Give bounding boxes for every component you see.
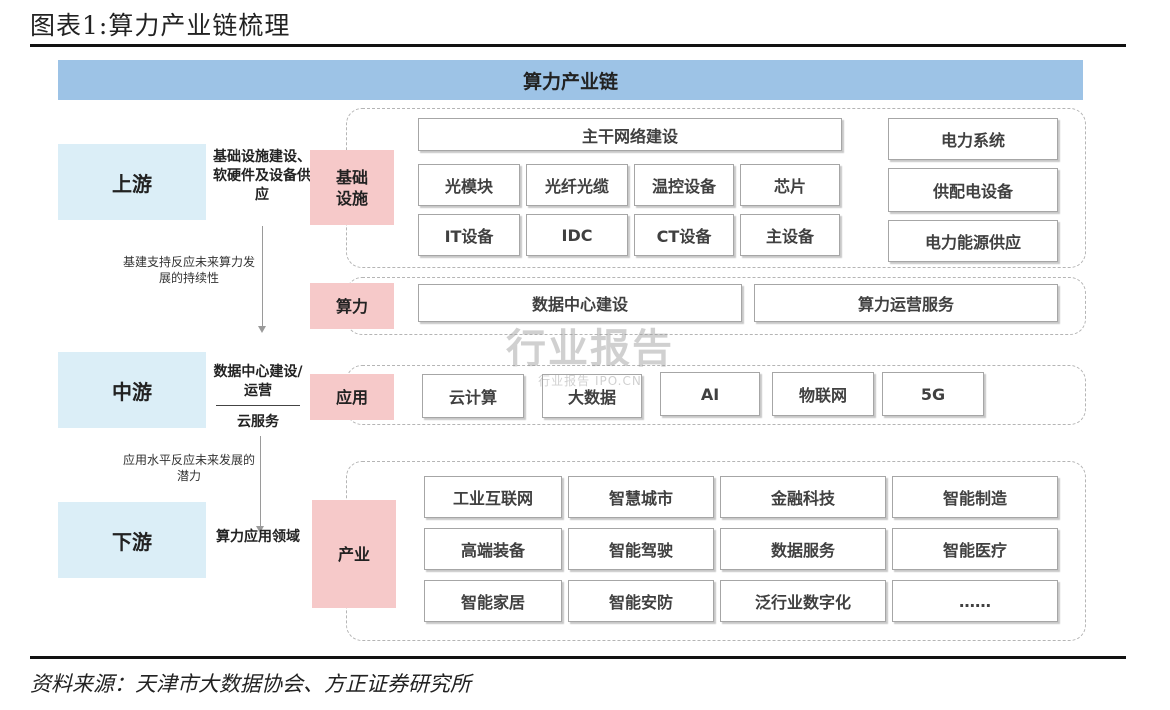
arrow-down-icon bbox=[258, 326, 266, 333]
infra-item: 光纤光缆 bbox=[526, 164, 628, 206]
infra-item: IT设备 bbox=[418, 214, 520, 256]
midstream-desc-top: 数据中心建设/运营 bbox=[213, 364, 303, 399]
infra-item: CT设备 bbox=[634, 214, 734, 256]
infra-item: 芯片 bbox=[740, 164, 840, 206]
application-item: 物联网 bbox=[772, 372, 874, 416]
industry-item: 数据服务 bbox=[720, 528, 886, 570]
arrow-note-midstream: 应用水平反应未来发展的潜力 bbox=[122, 453, 255, 483]
industry-item: 工业互联网 bbox=[424, 476, 562, 518]
compute-item: 算力运营服务 bbox=[754, 284, 1058, 322]
power-item: 供配电设备 bbox=[888, 168, 1058, 212]
industry-item: 高端装备 bbox=[424, 528, 562, 570]
chain-banner: 算力产业链 bbox=[58, 60, 1083, 100]
industry-item: 智能制造 bbox=[892, 476, 1058, 518]
application-item: 5G bbox=[882, 372, 984, 416]
compute-item: 数据中心建设 bbox=[418, 284, 742, 322]
application-item: 云计算 bbox=[422, 374, 524, 418]
industry-item: 智能医疗 bbox=[892, 528, 1058, 570]
infra-item: 主设备 bbox=[740, 214, 840, 256]
infra-item: 温控设备 bbox=[634, 164, 734, 206]
category-compute: 算力 bbox=[310, 283, 394, 329]
midstream-desc-bottom: 云服务 bbox=[237, 414, 279, 430]
arrow-line-upstream bbox=[262, 226, 263, 326]
stage-downstream: 下游 bbox=[58, 502, 206, 578]
category-infra-label: 基础设施 bbox=[335, 167, 368, 208]
category-application: 应用 bbox=[310, 374, 394, 420]
industry-item: 智能安防 bbox=[568, 580, 714, 622]
industry-item: 金融科技 bbox=[720, 476, 886, 518]
infra-item: 光模块 bbox=[418, 164, 520, 206]
power-item: 电力能源供应 bbox=[888, 220, 1058, 262]
downstream-desc: 算力应用领域 bbox=[216, 529, 300, 545]
industry-item: 智能家居 bbox=[424, 580, 562, 622]
bottom-rule bbox=[30, 656, 1126, 659]
stage-upstream: 上游 bbox=[58, 144, 206, 220]
arrow-down-icon bbox=[256, 526, 264, 533]
midstream-divider bbox=[216, 405, 300, 406]
industry-item: 泛行业数字化 bbox=[720, 580, 886, 622]
stage-midstream: 中游 bbox=[58, 352, 206, 428]
industry-item: 智慧城市 bbox=[568, 476, 714, 518]
category-industry: 产业 bbox=[312, 500, 396, 608]
source-note: 资料来源：天津市大数据协会、方正证券研究所 bbox=[30, 672, 471, 696]
infra-item: IDC bbox=[526, 214, 628, 256]
arrow-line-midstream bbox=[260, 436, 261, 526]
infra-backbone: 主干网络建设 bbox=[418, 118, 842, 151]
category-infra: 基础设施 bbox=[310, 150, 394, 225]
upstream-desc: 基础设施建设、软硬件及设备供应 bbox=[213, 149, 311, 203]
arrow-note-upstream: 基建支持反应未来算力发展的持续性 bbox=[122, 255, 255, 285]
figure-title: 图表1:算力产业链梳理 bbox=[30, 11, 291, 40]
industry-item: …… bbox=[892, 580, 1058, 622]
industry-item: 智能驾驶 bbox=[568, 528, 714, 570]
application-item: 大数据 bbox=[542, 374, 642, 418]
power-item: 电力系统 bbox=[888, 118, 1058, 160]
top-rule bbox=[30, 44, 1126, 47]
application-item: AI bbox=[660, 372, 760, 416]
